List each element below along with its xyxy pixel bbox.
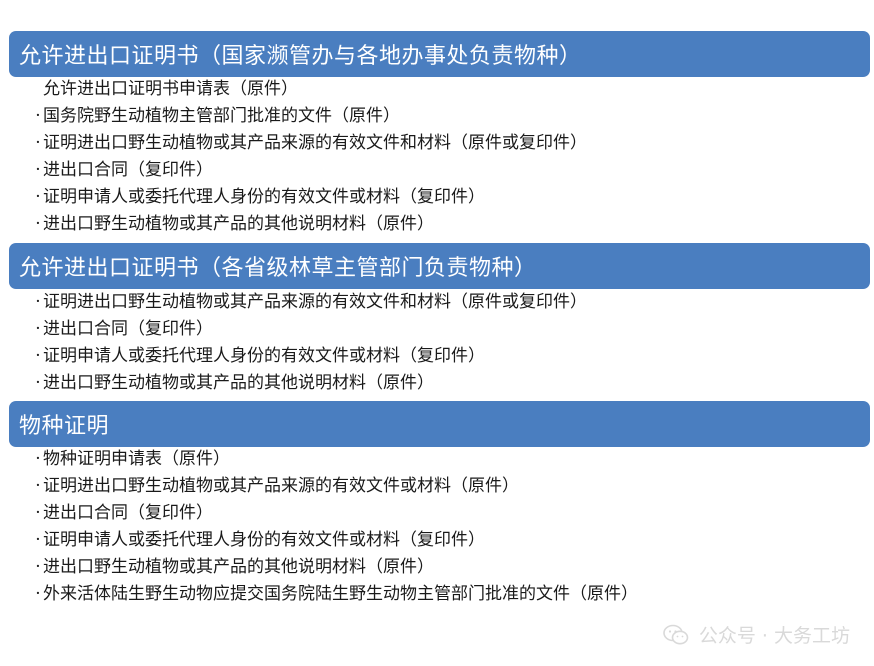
list-item: ·证明申请人或委托代理人身份的有效文件或材料（复印件）	[33, 184, 485, 211]
bullet: ·	[35, 503, 41, 523]
list-item-text: 国务院野生动植物主管部门批准的文件（原件）	[43, 106, 400, 126]
bullet: ·	[35, 476, 41, 496]
list-item-text: 证明申请人或委托代理人身份的有效文件或材料（复印件）	[43, 530, 485, 550]
list-item: ·证明申请人或委托代理人身份的有效文件或材料（复印件）	[33, 527, 485, 554]
bullet: ·	[35, 160, 41, 180]
list-item-text: 证明申请人或委托代理人身份的有效文件或材料（复印件）	[43, 346, 485, 366]
list-item: ·外来活体陆生野生动物应提交国务院陆生野生动物主管部门批准的文件（原件）	[33, 581, 638, 608]
bullet: ·	[35, 530, 41, 550]
list-item: 允许进出口证明书申请表（原件）	[33, 76, 298, 103]
bullet: ·	[35, 214, 41, 234]
bullet: ·	[35, 449, 41, 469]
list-item: ·国务院野生动植物主管部门批准的文件（原件）	[33, 103, 400, 130]
list-item-text: 证明进出口野生动植物或其产品来源的有效文件和材料（原件或复印件）	[43, 133, 587, 153]
list-item: ·证明进出口野生动植物或其产品来源的有效文件和材料（原件或复印件）	[33, 289, 587, 316]
bullet: ·	[35, 319, 41, 339]
list-item-text: 证明进出口野生动植物或其产品来源的有效文件或材料（原件）	[43, 476, 519, 496]
list-item-text: 进出口合同（复印件）	[43, 160, 213, 180]
section-header-species-cert: 物种证明	[9, 401, 870, 447]
section-header-import-export-cert-national: 允许进出口证明书（国家濒管办与各地办事处负责物种）	[9, 31, 870, 77]
bullet: ·	[35, 557, 41, 577]
list-item-text: 进出口合同（复印件）	[43, 319, 213, 339]
list-item-text: 外来活体陆生野生动物应提交国务院陆生野生动物主管部门批准的文件（原件）	[43, 584, 638, 604]
watermark: 公众号 · 大务工坊	[663, 621, 850, 648]
bullet: ·	[35, 373, 41, 393]
list-item-text: 证明进出口野生动植物或其产品来源的有效文件和材料（原件或复印件）	[43, 292, 587, 312]
list-item: ·进出口野生动植物或其产品的其他说明材料（原件）	[33, 554, 434, 581]
list-item-text: 物种证明申请表（原件）	[43, 449, 230, 469]
list-item-text: 进出口野生动植物或其产品的其他说明材料（原件）	[43, 214, 434, 234]
watermark-text: 公众号 · 大务工坊	[698, 625, 850, 647]
section-title: 物种证明	[19, 414, 110, 439]
bullet: ·	[35, 133, 41, 153]
bullet: ·	[35, 292, 41, 312]
list-item: ·进出口野生动植物或其产品的其他说明材料（原件）	[33, 211, 434, 238]
section-header-import-export-cert-provincial: 允许进出口证明书（各省级林草主管部门负责物种）	[9, 243, 870, 289]
section-title: 允许进出口证明书（各省级林草主管部门负责物种）	[19, 256, 537, 281]
bullet: ·	[35, 106, 41, 126]
list-item-text: 进出口野生动植物或其产品的其他说明材料（原件）	[43, 557, 434, 577]
list-item: ·进出口合同（复印件）	[33, 157, 213, 184]
list-item: ·进出口野生动植物或其产品的其他说明材料（原件）	[33, 370, 434, 397]
list-item-text: 允许进出口证明书申请表（原件）	[43, 79, 298, 99]
list-item-text: 证明申请人或委托代理人身份的有效文件或材料（复印件）	[43, 187, 485, 207]
section-title: 允许进出口证明书（国家濒管办与各地办事处负责物种）	[19, 44, 582, 69]
bullet: ·	[35, 346, 41, 366]
list-item-text: 进出口野生动植物或其产品的其他说明材料（原件）	[43, 373, 434, 393]
bullet: ·	[35, 187, 41, 207]
list-item: ·证明进出口野生动植物或其产品来源的有效文件和材料（原件或复印件）	[33, 130, 587, 157]
list-item: ·进出口合同（复印件）	[33, 316, 213, 343]
list-item-text: 进出口合同（复印件）	[43, 503, 213, 523]
list-item: ·证明申请人或委托代理人身份的有效文件或材料（复印件）	[33, 343, 485, 370]
list-item: ·证明进出口野生动植物或其产品来源的有效文件或材料（原件）	[33, 473, 519, 500]
wechat-icon	[663, 624, 689, 646]
list-item: ·进出口合同（复印件）	[33, 500, 213, 527]
bullet: ·	[35, 584, 41, 604]
list-item: ·物种证明申请表（原件）	[33, 446, 230, 473]
